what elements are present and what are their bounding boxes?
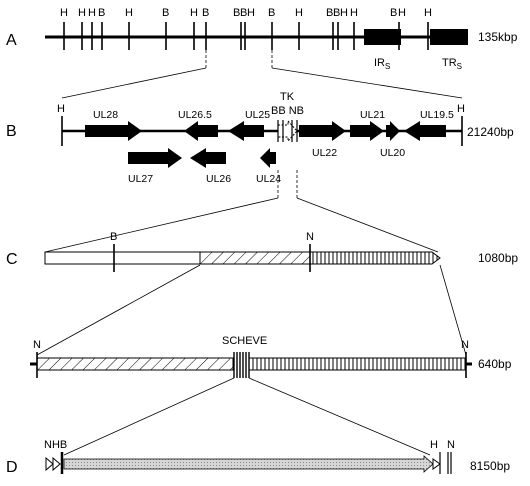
site-label-b: B [110, 231, 117, 243]
tr-region-box [430, 29, 468, 45]
site-label: B [390, 7, 397, 19]
row-c: C B N 1080bp [6, 231, 518, 272]
site-labels-left: NHB [44, 439, 67, 451]
gene-label-ul22: UL22 [312, 147, 337, 159]
row-c2: N N SCHEVE 640bp [30, 335, 512, 378]
site-label: H [60, 7, 68, 19]
row-label-c: C [6, 251, 18, 268]
size-label-b: 21240bp [467, 125, 514, 139]
gene-label-ul25: UL25 [245, 109, 270, 121]
site-label: B [202, 7, 209, 19]
gene-arrow-ul25 [228, 121, 264, 141]
row-a-site-labels: H H H B H B H B B B H B H B B H H B H H [60, 7, 432, 19]
gene-arrow-ul21 [350, 121, 384, 141]
vertical-hatched-block [248, 357, 467, 371]
stippled-gene-arrow [63, 455, 434, 473]
site-label-h: H [430, 439, 438, 451]
row-label-a: A [6, 32, 17, 49]
site-label: H [88, 7, 96, 19]
gene-labels: UL28 UL26.5 UL25 UL27 UL26 UL24 UL22 UL2… [93, 109, 454, 185]
gene-label-ul21: UL21 [360, 109, 385, 121]
zoom-lines-a-b [61, 50, 463, 99]
tk-label: TK [280, 91, 295, 103]
site-label-n: N [461, 339, 469, 351]
gene-arrow-ul24 [260, 148, 276, 168]
zoom-lines-c-c2 [36, 264, 467, 356]
ir-region-label: IRS [374, 57, 390, 71]
tk-gene-arrow [277, 119, 298, 143]
site-label: H [340, 7, 348, 19]
tk-sites-label: BB NB [271, 105, 304, 117]
site-label: H [424, 7, 432, 19]
site-label: H [247, 7, 255, 19]
size-label-d: 8150bp [470, 459, 510, 473]
gene-label-ul28: UL28 [93, 109, 118, 121]
row-d: D NHB H N 8150bp [6, 439, 510, 476]
size-label-a: 135kbp [478, 30, 518, 44]
gene-arrow-ul19-5 [404, 121, 446, 141]
end-site-label: H [57, 103, 65, 115]
vertical-hatched-arrow [309, 251, 441, 265]
row-b: B H H TK BB NB UL28 UL26.5 [6, 91, 514, 185]
row-label-b: B [6, 123, 17, 140]
site-label: H [295, 7, 303, 19]
row-a: A H H H B H B [6, 7, 518, 71]
gene-arrow-ul26-5 [184, 121, 218, 141]
gene-arrow-ul28 [85, 121, 142, 141]
gene-label-ul27: UL27 [128, 173, 153, 185]
site-label: B [268, 7, 275, 19]
gene-label-ul19-5: UL19.5 [420, 109, 454, 121]
gene-label-ul20: UL20 [380, 147, 405, 159]
site-label-n: N [33, 339, 41, 351]
end-site-label: H [457, 103, 465, 115]
size-label-c2: 640bp [478, 357, 512, 371]
tk-site-ticks [277, 120, 298, 142]
open-arrow-right [432, 458, 441, 470]
gene-arrow-ul26 [190, 148, 226, 168]
site-label: H [398, 7, 406, 19]
site-label: B [326, 7, 333, 19]
open-segment [44, 251, 201, 265]
zoom-lines-b-c [44, 170, 439, 253]
tr-region-label: TRS [442, 57, 462, 71]
site-label: B [162, 7, 169, 19]
row-label-d: D [6, 459, 18, 476]
site-label: H [125, 7, 133, 19]
site-label: H [190, 7, 198, 19]
cluster-label: SCHEVE [222, 335, 267, 347]
zoom-lines-c2-d [63, 377, 431, 456]
site-label: H [78, 7, 86, 19]
site-label: B [98, 7, 105, 19]
cluster-ticks [233, 352, 250, 378]
site-label: B [233, 7, 240, 19]
gene-arrow-ul20 [386, 121, 400, 141]
site-label: B [240, 7, 247, 19]
gene-label-ul26-5: UL26.5 [178, 109, 212, 121]
gene-label-ul26: UL26 [206, 173, 231, 185]
gene-label-ul24: UL24 [256, 173, 281, 185]
open-arrow-left-2 [52, 456, 61, 472]
site-label-n: N [306, 231, 314, 243]
site-label-n: N [447, 439, 455, 451]
ir-region-box [364, 29, 401, 45]
diagonal-hatched-block [36, 357, 234, 371]
size-label-c: 1080bp [478, 251, 518, 265]
gene-arrow-ul27 [128, 148, 182, 168]
site-label: H [350, 7, 358, 19]
gene-arrow-ul22 [299, 121, 346, 141]
site-label: B [333, 7, 340, 19]
diagonal-hatched-segment [199, 251, 311, 265]
open-arrow-left [45, 456, 54, 472]
